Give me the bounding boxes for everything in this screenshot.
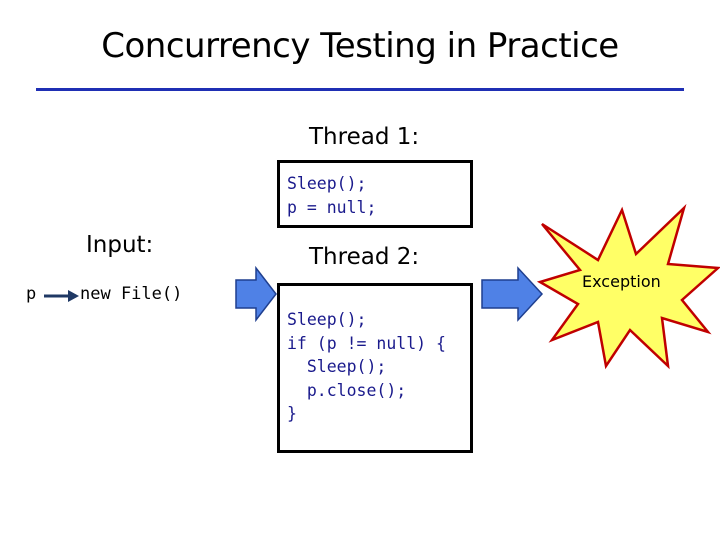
thread2-code-line: p.close(); <box>287 380 407 400</box>
exception-label: Exception <box>582 272 661 291</box>
input-value: new File() <box>80 284 183 304</box>
input-label: Input: <box>86 232 154 258</box>
flow-arrow-icon <box>481 266 544 322</box>
thread1-code-box: Sleep(); p = null; <box>277 160 473 228</box>
thread2-code-box: Sleep(); if (p != null) { Sleep(); p.clo… <box>277 283 473 453</box>
flow-arrow-icon <box>235 266 277 322</box>
pointer-arrow-icon <box>44 290 79 302</box>
thread1-code: Sleep(); p = null; <box>287 172 470 219</box>
thread1-code-line: Sleep(); <box>287 174 367 193</box>
thread2-code: Sleep(); if (p != null) { Sleep(); p.clo… <box>287 308 470 426</box>
thread2-label: Thread 2: <box>309 244 420 270</box>
thread1-label: Thread 1: <box>309 124 420 150</box>
slide-title: Concurrency Testing in Practice <box>101 26 619 66</box>
thread2-code-line: } <box>287 404 297 423</box>
thread1-code-line: p = null; <box>287 197 377 217</box>
thread2-code-line: Sleep(); <box>287 310 367 329</box>
thread2-code-line: if (p != null) { <box>287 333 446 353</box>
title-underline <box>36 88 684 91</box>
thread2-code-line: Sleep(); <box>287 357 387 376</box>
input-variable: p <box>26 284 37 304</box>
explosion-burst-icon <box>536 203 720 370</box>
